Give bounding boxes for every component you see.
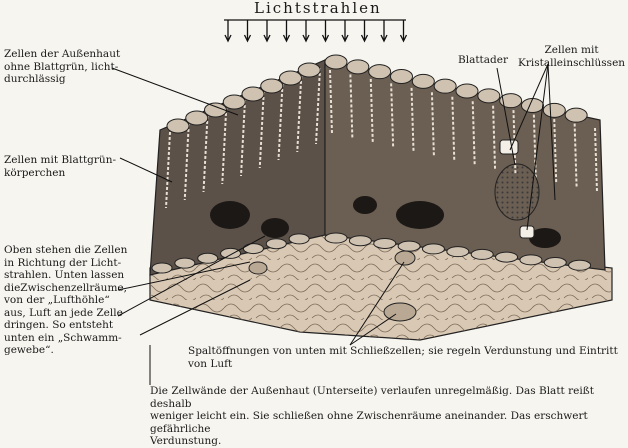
upper-epidermis-cell xyxy=(456,84,478,98)
lower-epidermis-cell xyxy=(374,238,396,248)
upper-epidermis-cell xyxy=(543,103,565,117)
lower-epidermis-cell xyxy=(221,248,241,258)
upper-epidermis-cell xyxy=(167,119,189,133)
lower-epidermis-cell xyxy=(266,239,286,249)
lower-epidermis-cell xyxy=(520,255,542,265)
lower-epidermis-cell xyxy=(447,247,469,257)
lower-epidermis-cell xyxy=(422,244,444,254)
leaf-cross-section-diagram xyxy=(0,0,628,426)
upper-epidermis-cell xyxy=(369,65,391,79)
upper-epidermis-cell xyxy=(478,89,500,103)
light-arrows xyxy=(224,20,407,41)
lower-epidermis-cell xyxy=(175,258,195,268)
lower-epidermis-cell xyxy=(152,263,172,273)
lower-epidermis-cell xyxy=(569,260,591,270)
upper-epidermis-cell xyxy=(565,108,587,122)
upper-epidermis-cell xyxy=(186,111,208,125)
lower-epidermis-cell xyxy=(471,249,493,259)
lower-epidermis-cell xyxy=(289,234,309,244)
lower-epidermis-cell xyxy=(243,244,263,254)
upper-epidermis-cell xyxy=(434,79,456,93)
lower-epidermis-cell xyxy=(398,241,420,251)
upper-epidermis-cell xyxy=(325,55,347,69)
upper-epidermis-cell xyxy=(242,87,264,101)
upper-epidermis-cell xyxy=(522,99,544,113)
upper-epidermis-cell xyxy=(298,63,320,77)
lower-epidermis-cell xyxy=(496,252,518,262)
upper-epidermis-cell xyxy=(280,71,302,85)
lower-epidermis-cell xyxy=(544,258,566,268)
upper-epidermis-cell xyxy=(223,95,245,109)
lower-epidermis-cell xyxy=(325,233,347,243)
upper-epidermis-cell xyxy=(347,60,369,74)
upper-epidermis-cell xyxy=(261,79,283,93)
lower-epidermis-cell xyxy=(198,253,218,263)
upper-epidermis-cell xyxy=(391,70,413,84)
lower-epidermis-cell xyxy=(349,236,371,246)
vein xyxy=(495,164,539,220)
upper-epidermis-cell xyxy=(412,74,434,88)
